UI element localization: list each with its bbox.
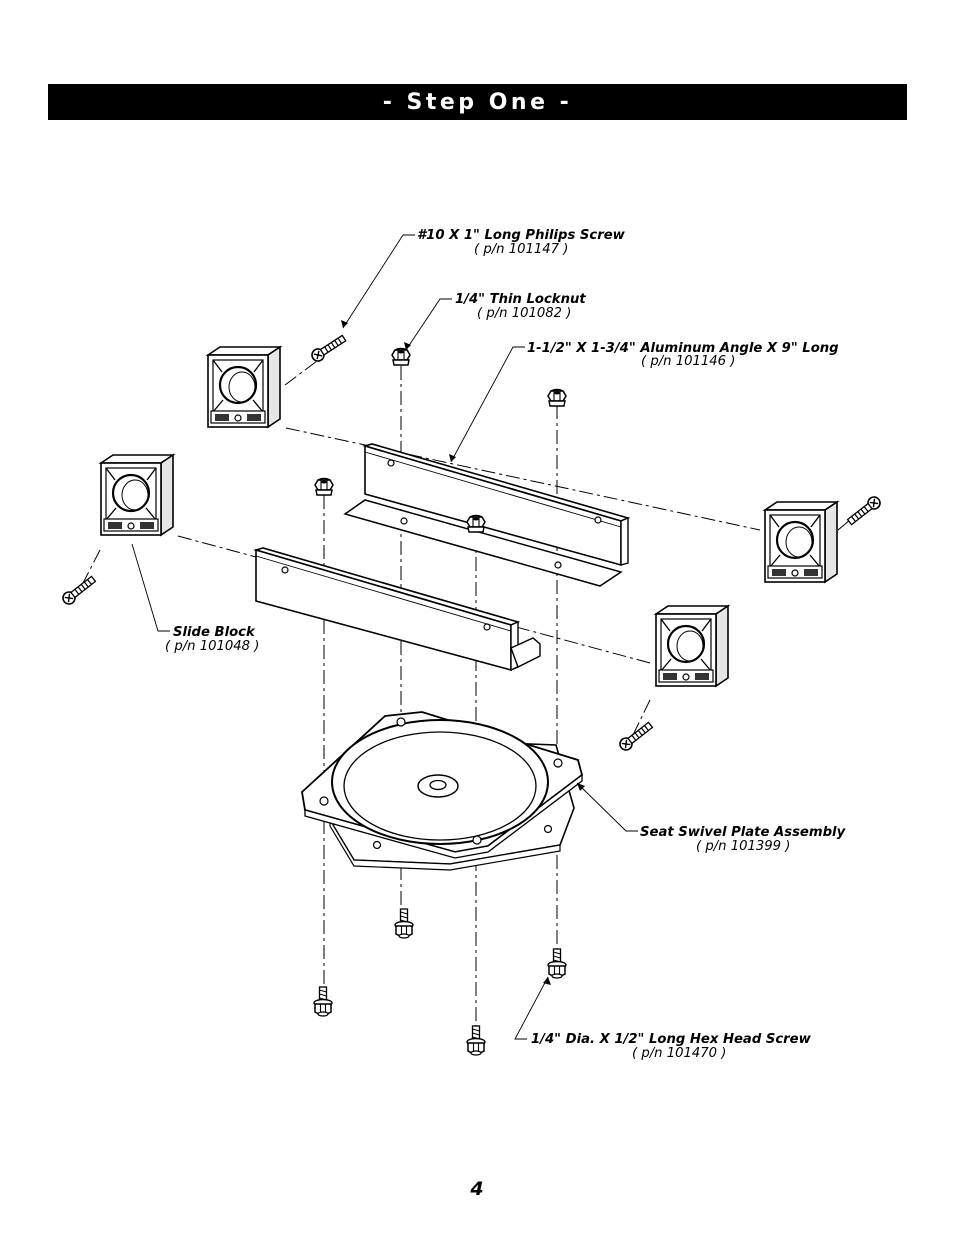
callout-hex-screw: 1/4" Dia. X 1/2" Long Hex Head Screw ( p… [531,1032,812,1061]
swivel-plate-part-number: ( p/n 101399 ) [696,839,790,854]
slide-block-rear-left [206,345,282,429]
hex-screw-2 [547,948,567,979]
philips-screw-part-number: ( p/n 101147 ) [474,242,568,257]
step-header-bar: - Step One - [48,84,907,120]
slide-block-rear-right [763,500,839,584]
philips-screw-rear-left [308,332,349,365]
locknut-3 [314,477,334,496]
locknut-label: 1/4" Thin Locknut [455,292,586,307]
slide-block-front-left [99,453,175,537]
hex-screw-label: 1/4" Dia. X 1/2" Long Hex Head Screw [531,1032,812,1047]
slide-block-label: Slide Block [173,625,256,640]
philips-screw-front-left [59,573,98,608]
aluminum-angle-part-number: ( p/n 101146 ) [641,354,735,369]
aluminum-angle-front [253,547,541,672]
hex-screw-part-number: ( p/n 101470 ) [632,1046,726,1061]
locknut-1 [391,347,411,366]
locknut-2 [547,388,567,407]
philips-screw-front-right [616,719,655,754]
callout-locknut: 1/4" Thin Locknut ( p/n 101082 ) [455,292,586,321]
philips-screw-rear-right [845,493,884,528]
hex-screw-1 [394,908,414,939]
aluminum-angle-rear [343,443,631,587]
locknut-part-number: ( p/n 101082 ) [477,306,571,321]
locknut-4 [466,514,486,533]
hex-screw-3 [313,986,333,1017]
callout-slide-block: Slide Block ( p/n 101048 ) [165,625,259,654]
leader-arrowheads [341,320,585,985]
aluminum-angle-label: 1-1/2" X 1-3/4" Aluminum Angle X 9" Long [527,341,839,356]
swivel-plate-label: Seat Swivel Plate Assembly [640,825,847,840]
hex-screw-4 [466,1025,486,1056]
philips-screw-label: #10 X 1" Long Philips Screw [417,228,626,243]
slide-block-front-right [654,604,730,688]
assembly-lines [81,354,871,1032]
step-title: - Step One - [382,89,573,115]
callout-philips-screw: #10 X 1" Long Philips Screw ( p/n 101147… [417,228,626,257]
callout-aluminum-angle: 1-1/2" X 1-3/4" Aluminum Angle X 9" Long… [527,341,839,369]
callout-swivel-plate: Seat Swivel Plate Assembly ( p/n 101399 … [640,825,847,854]
page-number: 4 [470,1178,484,1200]
leader-lines [131,234,638,1040]
seat-swivel-plate [301,711,584,871]
slide-block-part-number: ( p/n 101048 ) [165,639,259,654]
